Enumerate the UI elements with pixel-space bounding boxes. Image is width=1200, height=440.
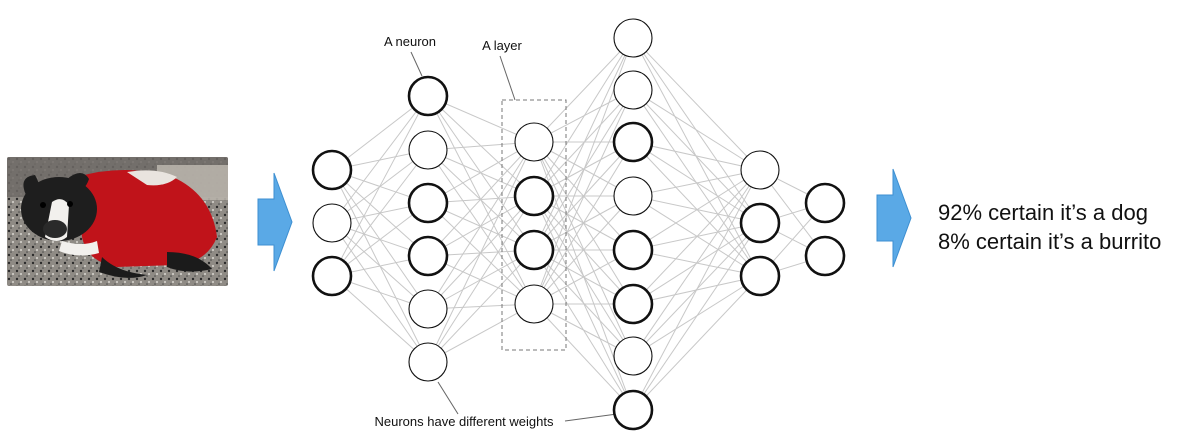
connection-line xyxy=(331,149,429,277)
neuron-layer-4-node-8 xyxy=(612,389,654,431)
connection-line xyxy=(427,195,535,363)
connection-line xyxy=(533,37,634,197)
connection-lines xyxy=(331,37,826,411)
result-line-dog: 92% certain it’s a dog xyxy=(938,200,1148,225)
neuron-layer-4-node-2 xyxy=(613,70,653,110)
neuron-layer-2-node-6 xyxy=(408,342,448,382)
connection-line xyxy=(533,195,634,305)
connection-line xyxy=(427,141,535,363)
connection-line xyxy=(632,37,761,171)
neuron-layer-3-node-3 xyxy=(513,229,555,271)
neuron-layer-2-node-3 xyxy=(407,182,449,224)
neuron-layer-1-node-1 xyxy=(311,149,353,191)
neuron-layer-3-node-1 xyxy=(514,122,554,162)
connection-line xyxy=(533,141,634,305)
neuron-layer-5-node-1 xyxy=(740,150,780,190)
neuron-layer-4-node-1 xyxy=(613,18,653,58)
layer-highlight-box xyxy=(501,99,567,351)
weights-pointer-line-left xyxy=(437,381,459,415)
neuron-pointer-line xyxy=(410,51,423,77)
neurons xyxy=(311,18,846,431)
connection-line xyxy=(533,37,634,143)
neuron-label: A neuron xyxy=(384,34,436,49)
connection-line xyxy=(331,95,429,277)
weights-label: Neurons have different weights xyxy=(375,414,554,429)
connection-line xyxy=(632,169,761,251)
neuron-layer-4-node-3 xyxy=(612,121,654,163)
layer-pointer-line xyxy=(499,55,516,101)
neuron-layer-4-node-7 xyxy=(613,336,653,376)
neuron-layer-2-node-2 xyxy=(408,130,448,170)
neuron-layer-3-node-2 xyxy=(513,175,555,217)
neuron-layer-6-node-1 xyxy=(804,182,846,224)
connection-line xyxy=(533,37,634,251)
connection-line xyxy=(632,141,761,171)
neuron-layer-5-node-3 xyxy=(739,255,781,297)
connection-line xyxy=(632,169,761,305)
connection-line xyxy=(331,95,429,224)
neuron-layer-4-node-5 xyxy=(612,229,654,271)
connection-line xyxy=(533,303,634,411)
neuron-layer-4-node-6 xyxy=(612,283,654,325)
layer-label: A layer xyxy=(482,38,522,53)
connection-line xyxy=(632,89,761,171)
input-arrow-icon xyxy=(257,172,293,272)
classification-result: 92% certain it’s a dog 8% certain it’s a… xyxy=(938,198,1161,256)
connection-line xyxy=(632,275,761,411)
connection-line xyxy=(427,141,535,257)
connection-line xyxy=(632,169,761,411)
neuron-layer-2-node-4 xyxy=(407,235,449,277)
connection-line xyxy=(427,303,535,363)
connection-line xyxy=(632,169,761,357)
output-arrow-icon xyxy=(876,168,912,268)
connection-line xyxy=(427,141,535,204)
input-dog-photo xyxy=(7,157,228,286)
connection-line xyxy=(533,89,634,305)
connection-line xyxy=(533,195,634,357)
neuron-layer-6-node-2 xyxy=(804,235,846,277)
neuron-layer-2-node-5 xyxy=(408,289,448,329)
neuron-layer-3-node-4 xyxy=(514,284,554,324)
weights-pointer-line-right xyxy=(564,413,618,422)
connection-line xyxy=(427,141,535,310)
connection-line xyxy=(331,275,429,363)
neuron-layer-2-node-1 xyxy=(407,75,449,117)
neuron-layer-4-node-4 xyxy=(613,176,653,216)
result-line-burrito: 8% certain it’s a burrito xyxy=(938,229,1162,254)
neuron-layer-1-node-2 xyxy=(312,203,352,243)
neuron-layer-1-node-3 xyxy=(311,255,353,297)
connection-line xyxy=(632,169,761,197)
connection-line xyxy=(632,222,761,411)
neuron-layer-5-node-2 xyxy=(739,202,781,244)
connection-line xyxy=(427,249,535,363)
